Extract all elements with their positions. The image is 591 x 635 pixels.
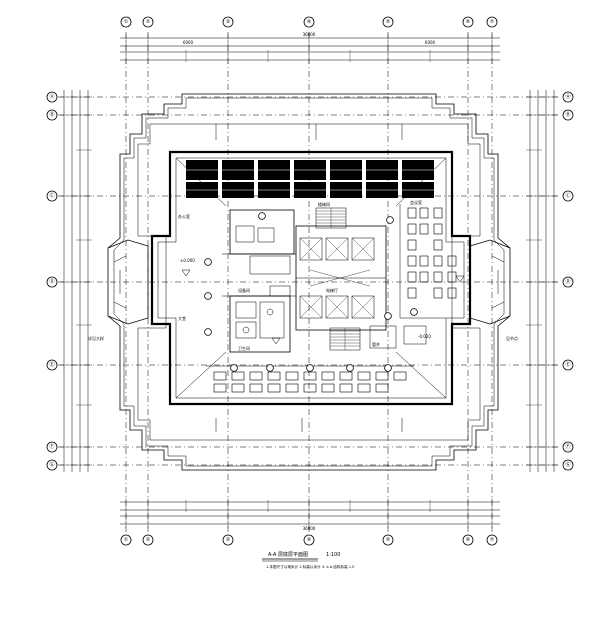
bottom-axis-7: ⑦ — [490, 537, 495, 543]
bottom-axis-5: ⑤ — [386, 537, 390, 543]
top-bay-dimension-2: 6000 — [425, 40, 436, 45]
label-lobby: 大堂 — [178, 315, 186, 321]
top-axis-7: ⑦ — [490, 19, 495, 25]
left-axis-6: Ⓕ — [49, 443, 54, 450]
right-axis-3: Ⓒ — [565, 192, 570, 199]
label-restroom: 卫生间 — [238, 345, 250, 351]
right-axis-7: Ⓖ — [565, 461, 570, 468]
right-dimension-chain — [526, 90, 558, 472]
label-elevator: 电梯厅 — [326, 287, 338, 293]
top-axis-5: ⑤ — [386, 19, 390, 25]
top-axis-bubbles: ① ② ③ ④ ⑤ ⑥ ⑦ — [120, 16, 498, 28]
left-entrance-wing — [107, 239, 149, 325]
right-axis-1: Ⓐ — [565, 93, 570, 100]
right-axis-4: Ⓓ — [565, 278, 570, 285]
interior-grid-markers — [204, 212, 418, 372]
drawing-title-block: A-A 层底层平面图 1:100 1.本图尺寸以毫米计 2.标高以米计 3. a… — [262, 551, 355, 569]
top-bay-dimension: 6000 — [183, 40, 194, 45]
bottom-overall-dimension: 36000 — [303, 526, 316, 531]
left-axis-5: Ⓔ — [49, 361, 54, 368]
elevation-mark-2: -0.020 — [418, 334, 431, 339]
left-dimension-chain — [60, 90, 92, 472]
bottom-axis-1: ① — [124, 537, 129, 543]
top-axis-3: ③ — [226, 19, 230, 25]
side-note-right: 见节点 — [506, 335, 518, 341]
bottom-axis-6: ⑥ — [466, 537, 471, 543]
stair-south — [329, 327, 361, 351]
right-axis-5: Ⓔ — [565, 361, 570, 368]
left-axis-2: Ⓑ — [49, 111, 54, 118]
annotations: 办公室 楼梯间 电梯厅 设备间 卫生间 会议室 管井 大堂 ±0.000 -0.… — [88, 199, 518, 351]
top-overall-dimension: 36000 — [303, 32, 316, 37]
side-note-left: 详见大样 — [88, 335, 104, 341]
right-meeting-furniture — [369, 204, 457, 349]
bottom-axis-bubbles: ① ② ③ ④ ⑤ ⑥ ⑦ — [120, 534, 498, 546]
label-shaft: 管井 — [372, 341, 380, 347]
label-stair: 楼梯间 — [318, 201, 330, 207]
top-dimension-chain: 36000 6000 6000 — [120, 32, 500, 64]
bottom-axis-2: ② — [146, 537, 151, 543]
label-meeting: 会议室 — [410, 199, 422, 205]
left-axis-4: Ⓓ — [49, 278, 54, 285]
roof-panel-row — [186, 160, 434, 198]
bottom-axis-4: ④ — [307, 537, 312, 543]
elevation-mark-1: ±0.000 — [180, 258, 195, 263]
top-axis-4: ④ — [307, 19, 312, 25]
drawing-title: A-A 层底层平面图 — [268, 551, 308, 558]
left-service-rooms — [222, 209, 296, 353]
label-equipment: 设备间 — [238, 287, 250, 293]
bottom-workstations — [206, 365, 414, 393]
right-axis-6: Ⓕ — [565, 443, 570, 450]
right-axis-bubbles: Ⓐ Ⓑ Ⓒ Ⓓ Ⓔ Ⓕ Ⓖ — [562, 91, 574, 471]
top-axis-1: ① — [124, 19, 129, 25]
left-axis-7: Ⓖ — [49, 461, 54, 468]
label-office: 办公室 — [178, 213, 190, 219]
section-markers — [181, 124, 465, 432]
drawing-scale: 1:100 — [326, 552, 340, 558]
central-core — [295, 207, 387, 351]
axis-grid — [58, 32, 560, 532]
bottom-dimension-chain: 36000 — [120, 498, 500, 531]
stair-north — [315, 207, 347, 229]
left-axis-3: Ⓒ — [49, 192, 54, 199]
left-axis-1: Ⓐ — [49, 93, 54, 100]
right-axis-2: Ⓑ — [565, 111, 570, 118]
bottom-axis-3: ③ — [226, 537, 230, 543]
left-axis-bubbles: Ⓐ Ⓑ Ⓒ Ⓓ Ⓔ Ⓕ Ⓖ — [46, 91, 58, 471]
top-axis-2: ② — [146, 19, 151, 25]
elevator-shafts — [299, 237, 375, 319]
outer-building-outline — [107, 93, 511, 471]
drawing-notes: 1.本图尺寸以毫米计 2.标高以米计 3. a.b.结构标高 1.0 — [266, 564, 355, 569]
top-axis-6: ⑥ — [466, 19, 471, 25]
